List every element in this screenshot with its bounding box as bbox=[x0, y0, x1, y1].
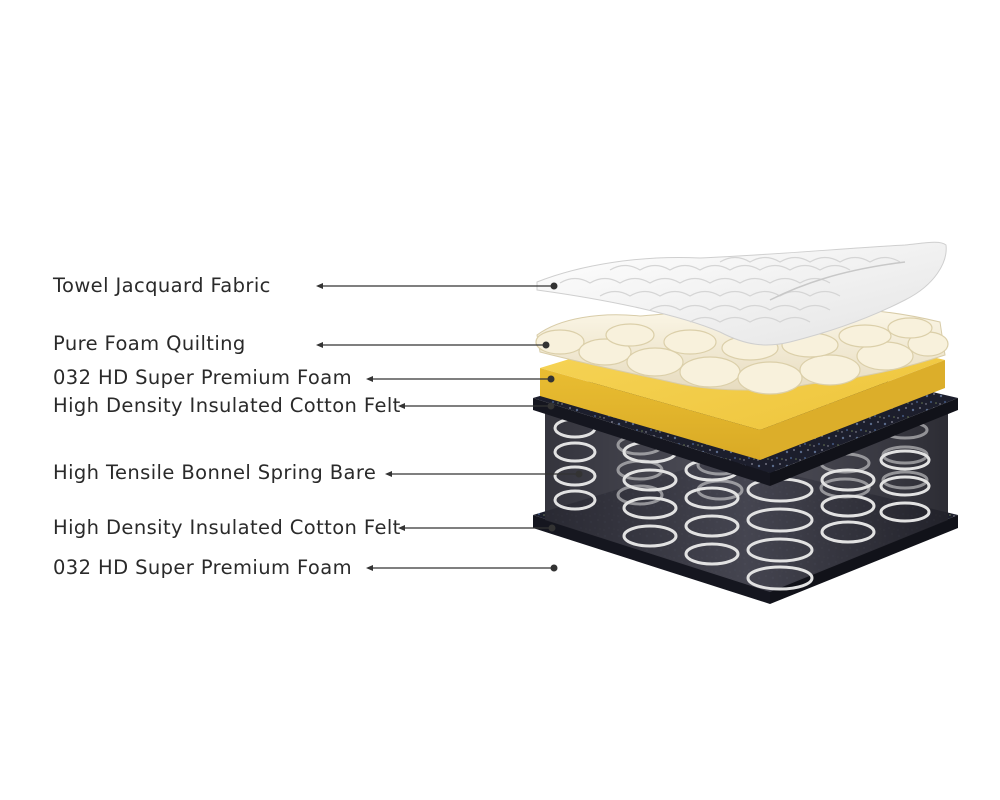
leader-lines bbox=[316, 282, 583, 572]
label-hd-super-premium-foam-top: 032 HD Super Premium Foam bbox=[53, 366, 352, 389]
leader-quilting bbox=[316, 341, 550, 349]
label-insulated-cotton-felt-top: High Density Insulated Cotton Felt bbox=[53, 394, 401, 417]
label-bonnel-spring: High Tensile Bonnel Spring Bare bbox=[53, 461, 377, 484]
towel-jacquard-fabric-layer bbox=[536, 241, 947, 346]
leader-felt-bottom bbox=[398, 524, 556, 532]
leader-foam-top bbox=[366, 375, 555, 383]
pure-foam-quilting-layer bbox=[535, 308, 949, 395]
leader-fabric bbox=[316, 282, 558, 290]
leader-spring bbox=[385, 470, 583, 478]
label-pure-foam-quilting: Pure Foam Quilting bbox=[53, 332, 246, 355]
label-hd-super-premium-foam-bottom: 032 HD Super Premium Foam bbox=[53, 556, 352, 579]
label-towel-jacquard-fabric: Towel Jacquard Fabric bbox=[53, 274, 271, 297]
leader-felt-top bbox=[398, 402, 555, 410]
leader-foam-bottom bbox=[366, 564, 558, 572]
label-insulated-cotton-felt-bottom: High Density Insulated Cotton Felt bbox=[53, 516, 401, 539]
